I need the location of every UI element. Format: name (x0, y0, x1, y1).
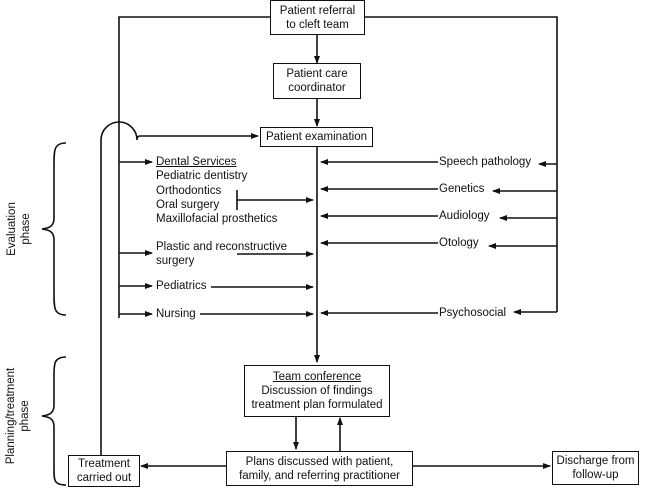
discharge-line-1: Discharge from (556, 455, 635, 467)
discharge-line-2: follow-up (572, 469, 619, 481)
plans-box: Plans discussed with patient, family, an… (226, 451, 413, 486)
treatment-line-2: carried out (76, 472, 132, 484)
referral-line-1: Patient referral (279, 4, 356, 17)
evaluation-phase-line-2: phase (20, 213, 32, 245)
dental-services-heading: Dental Services (156, 156, 237, 168)
dental-item: Oral surgery (156, 198, 220, 211)
plastic-surgery-label: Plastic and reconstructive surgery (155, 240, 288, 268)
coordinator-box: Patient care coordinator (273, 63, 361, 99)
plastic-line-2: surgery (156, 255, 195, 267)
planning-phase-line-2: phase (19, 400, 31, 432)
planning-brace (41, 356, 67, 486)
nursing-label: Nursing (155, 307, 197, 321)
coordinator-line-1: Patient care (286, 68, 348, 80)
planning-phase-line-1: Planning/treatment (5, 367, 17, 465)
dental-services-group: Dental Services Pediatric dentistry Orth… (155, 155, 278, 226)
treatment-line-1: Treatment (78, 458, 130, 470)
conference-line-2: treatment plan formulated (251, 399, 383, 411)
dental-item: Orthodontics (156, 184, 222, 197)
referral-loop-right (364, 16, 558, 312)
examination-label: Patient examination (265, 131, 367, 143)
evaluation-brace (41, 142, 67, 316)
psychosocial-label: Psychosocial (438, 306, 508, 320)
referral-box: Patient referral to cleft team (270, 0, 365, 35)
treatment-return-line (100, 121, 259, 455)
referral-loop-left (118, 16, 270, 318)
plans-line-2: family, and referring practitioner (239, 469, 400, 482)
dental-item: Maxillofacial prosthetics (156, 213, 278, 226)
conference-heading: Team conference (272, 371, 362, 383)
evaluation-phase-label: Evaluation phase (5, 184, 33, 274)
treatment-box: Treatment carried out (68, 455, 140, 487)
pediatrics-label: Pediatrics (155, 279, 208, 293)
examination-box: Patient examination (260, 127, 373, 147)
plastic-line-1: Plastic and reconstructive (156, 241, 288, 253)
conference-line-1: Discussion of findings (261, 385, 373, 397)
discharge-box: Discharge from follow-up (552, 451, 639, 485)
planning-phase-label: Planning/treatment phase (4, 356, 32, 476)
otology-label: Otology (438, 236, 480, 250)
plans-line-1: Plans discussed with patient, (245, 455, 394, 468)
evaluation-phase-line-1: Evaluation (6, 202, 18, 256)
audiology-label: Audiology (438, 209, 491, 223)
dental-item: Pediatric dentistry (156, 170, 248, 183)
coordinator-line-2: coordinator (288, 82, 346, 94)
referral-line-2: to cleft team (286, 18, 349, 31)
genetics-label: Genetics (438, 182, 486, 196)
speech-pathology-label: Speech pathology (438, 155, 533, 169)
conference-box: Team conference Discussion of findings t… (244, 365, 390, 417)
